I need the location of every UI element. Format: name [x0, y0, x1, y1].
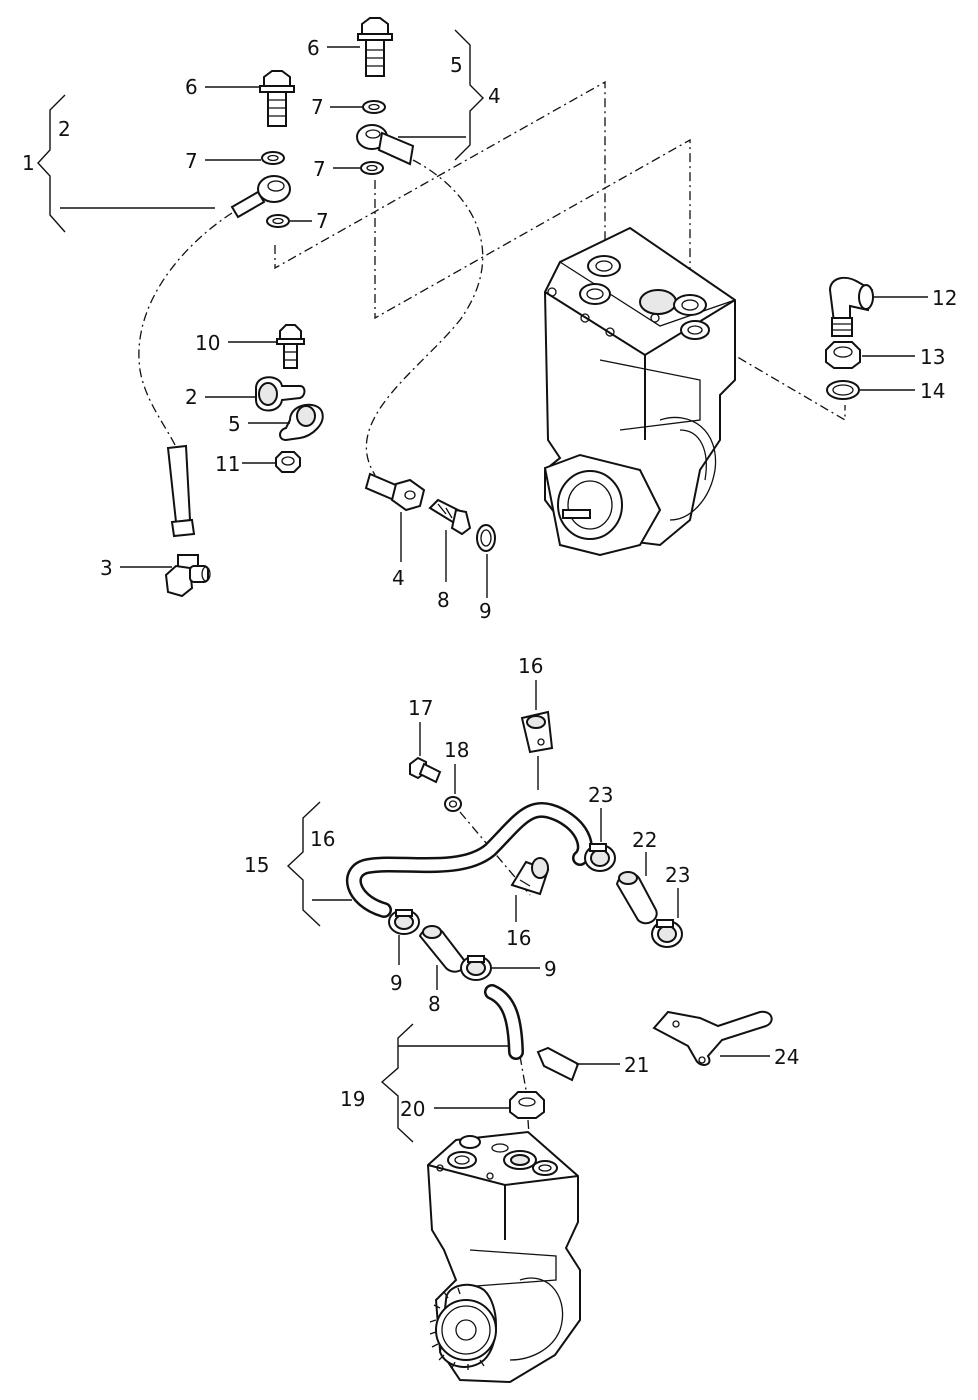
brace-group-4: [398, 29, 484, 161]
callout-7-top: 7: [311, 95, 324, 119]
washer-left-1: [261, 151, 285, 165]
clamp-2: [255, 376, 306, 412]
compressor-lower: [426, 1130, 581, 1384]
clamp-16-top: [520, 710, 554, 754]
washer-top-1: [362, 100, 386, 114]
clamp-5: [279, 403, 324, 442]
nozzle-21: [536, 1046, 580, 1082]
callout-1: 1: [22, 151, 35, 175]
o-ring-9-upper: [476, 524, 496, 552]
bolt-17: [409, 756, 442, 784]
callout-23-lower: 23: [665, 863, 690, 887]
callout-6-left: 6: [185, 75, 198, 99]
hose-19: [484, 984, 524, 1060]
bracket-24: [652, 1010, 773, 1066]
callout-4-top: 4: [488, 84, 501, 108]
callout-22: 22: [632, 828, 657, 852]
washer-14: [826, 380, 860, 400]
callout-8-lower: 8: [428, 992, 441, 1016]
pipe-path-left: [138, 212, 233, 446]
elbow-12: [828, 276, 874, 337]
banjo-fitting-left: [230, 175, 291, 219]
callout-14: 14: [920, 379, 945, 403]
sleeve-22: [615, 871, 658, 925]
brace-group-1: [37, 94, 215, 233]
clamp-9-left: [388, 909, 420, 935]
clamp-23-upper: [584, 843, 616, 872]
bolt-10: [276, 324, 305, 369]
callout-16-brace: 16: [310, 827, 335, 851]
callout-20: 20: [400, 1097, 425, 1121]
callout-7-mid: 7: [313, 157, 326, 181]
washer-top-2: [360, 161, 384, 175]
bolt-left: [259, 70, 295, 127]
callout-16-middle: 16: [506, 926, 531, 950]
fitting-3: [164, 554, 211, 598]
sleeve-8: [418, 925, 466, 973]
callout-9-upper: 9: [479, 599, 492, 623]
washer-left-2: [266, 214, 290, 228]
callout-18: 18: [444, 738, 469, 762]
callout-5-top: 5: [450, 53, 463, 77]
callout-5-lower: 5: [228, 412, 241, 436]
callout-16-top: 16: [518, 654, 543, 678]
callout-19: 19: [340, 1087, 365, 1111]
guide-line-2: [374, 138, 691, 320]
callout-7-lower: 7: [316, 209, 329, 233]
callout-8-upper: 8: [437, 588, 450, 612]
callout-13: 13: [920, 345, 945, 369]
callout-4-lower: 4: [392, 566, 405, 590]
clamp-16-middle: [510, 857, 550, 896]
clamp-23-lower: [651, 919, 683, 948]
fitting-4-lower: [364, 472, 426, 512]
hose-16: [345, 802, 593, 918]
callout-3: 3: [100, 556, 113, 580]
nut-13: [825, 341, 861, 369]
callout-7-left: 7: [185, 149, 198, 173]
callout-6-top: 6: [307, 36, 320, 60]
callout-9-right: 9: [544, 957, 557, 981]
callout-2-top: 2: [58, 117, 71, 141]
compressor-upper: [543, 226, 736, 557]
callout-21: 21: [624, 1053, 649, 1077]
guide-line-1: [274, 80, 606, 270]
banjo-fitting-top: [356, 124, 415, 166]
brace-group-15: [286, 801, 352, 927]
callout-11: 11: [215, 452, 240, 476]
callout-10: 10: [195, 331, 220, 355]
washer-18: [444, 796, 462, 812]
callout-17: 17: [408, 696, 433, 720]
nut-11: [275, 451, 301, 473]
tube-3: [166, 444, 196, 538]
bolt-top: [357, 17, 393, 77]
callout-15: 15: [244, 853, 269, 877]
callout-23-upper: 23: [588, 783, 613, 807]
pipe-path-right: [365, 159, 484, 476]
callout-9-left: 9: [390, 971, 403, 995]
callout-2-lower: 2: [185, 385, 198, 409]
nut-20: [509, 1091, 545, 1119]
fitting-8-upper: [428, 498, 472, 536]
brace-group-19: [380, 1023, 508, 1143]
callout-24: 24: [774, 1045, 799, 1069]
clamp-9-right: [460, 955, 492, 981]
callout-12: 12: [932, 286, 957, 310]
